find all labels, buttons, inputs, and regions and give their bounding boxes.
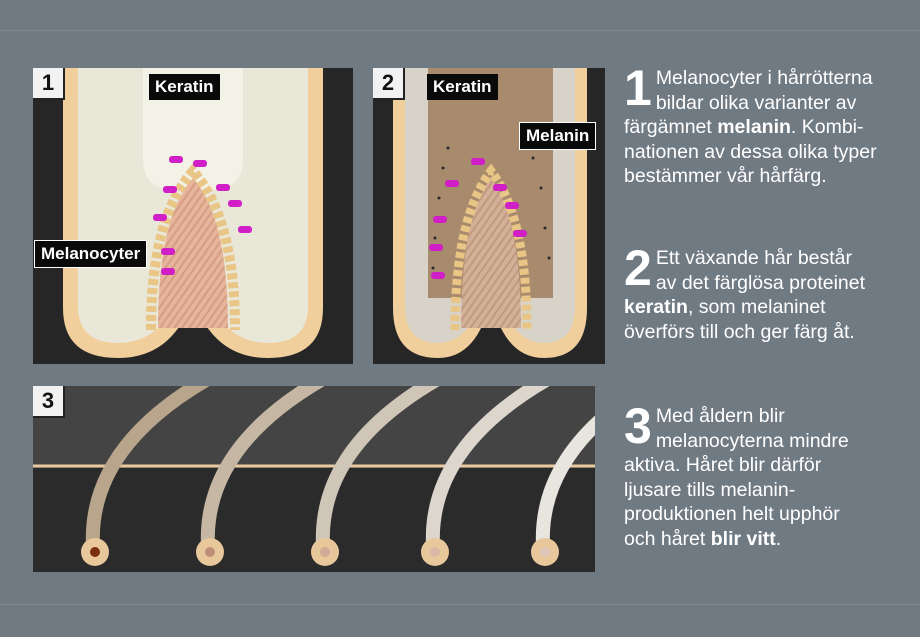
- melanocyter-label: Melanocyter: [34, 240, 148, 268]
- step-number: 1: [624, 60, 652, 116]
- hair-aging-illustration: [33, 386, 595, 572]
- hair-bulb-illustration-2: [393, 68, 587, 358]
- panel-3-aging-hairs: 3: [33, 386, 595, 572]
- text-line: färgämnet melanin. Kombi-: [624, 116, 864, 138]
- panel-1-melanocytes: 1 Keratin Melanocyter: [33, 68, 353, 364]
- keratin-label: Keratin: [427, 74, 498, 100]
- step-number: 3: [624, 398, 652, 454]
- text-line: bestämmer vår hårfärg.: [624, 165, 827, 187]
- step-number: 2: [624, 240, 652, 296]
- text-line: och håret blir vitt.: [624, 527, 782, 550]
- text-line: melanocyterna mindre: [655, 429, 849, 452]
- text-line: aktiva. Håret blir därför: [624, 454, 822, 476]
- text-line: överförs till och ger färg åt.: [624, 320, 855, 343]
- text-line: nationen av dessa olika typer: [624, 140, 877, 163]
- melanin-dots: [431, 146, 551, 270]
- text-line: bildar olika varianter av: [655, 91, 857, 114]
- text-line: produktionen helt upphör: [624, 503, 840, 525]
- hair-strands: [85, 386, 595, 547]
- text-line: ljusare tills melanin-: [624, 478, 796, 501]
- step-2-text: 2 Ett växande hår består av det färglösa…: [624, 240, 866, 344]
- melanocytes-1: [153, 156, 252, 275]
- hair-bulb-illustration-1: [63, 68, 323, 358]
- melanin-label: Melanin: [519, 122, 597, 150]
- bottom-divider: [0, 604, 920, 605]
- text-line: Melanocyter i hårrötterna: [655, 67, 873, 89]
- melanocytes-2: [429, 158, 527, 279]
- hair-bulbs: [81, 538, 559, 566]
- text-line: Med åldern blir: [655, 405, 785, 427]
- text-line: keratin, som melaninet: [624, 296, 826, 318]
- keratin-label: Keratin: [149, 74, 220, 100]
- text-line: Ett växande hår består: [655, 247, 853, 269]
- panel-number: 3: [33, 386, 65, 418]
- top-divider: [0, 30, 920, 31]
- panel-2-melanin: 2 Keratin Melanin: [373, 68, 605, 364]
- text-line: av det färglösa proteinet: [655, 271, 866, 294]
- step-3-text: 3 Med åldern blir melanocyterna mindre a…: [624, 398, 849, 551]
- step-1-text: 1 Melanocyter i hårrötterna bildar olika…: [624, 60, 877, 189]
- panel-number: 1: [33, 68, 65, 100]
- panel-number: 2: [373, 68, 405, 100]
